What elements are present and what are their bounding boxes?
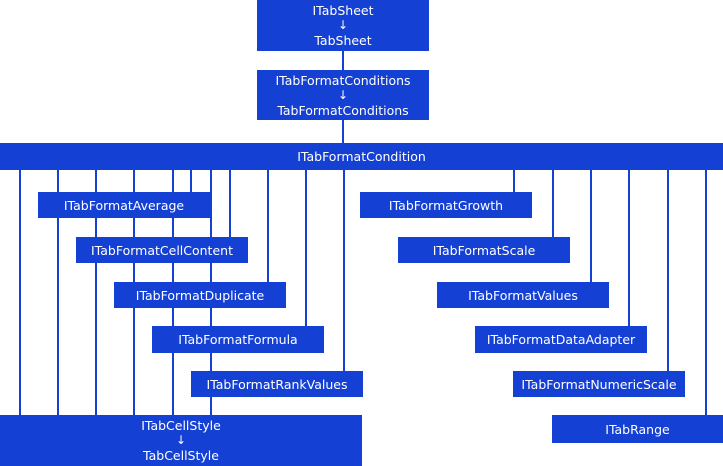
node-tabformatscale[interactable]: ITabFormatScale (398, 237, 570, 263)
node-tabformatcellcontent-label: ITabFormatCellContent (91, 242, 233, 258)
node-tabformatconditions[interactable]: ITabFormatConditions ↓ TabFormatConditio… (257, 70, 429, 120)
node-tabformatcellcontent[interactable]: ITabFormatCellContent (76, 237, 248, 263)
connector-banner-to-tabformatnumericscale-stub (667, 170, 669, 371)
node-tabformatdataadapter-label: ITabFormatDataAdapter (486, 332, 636, 347)
connector-conditions-to-banner (342, 120, 344, 143)
node-tabformatnumericscale-label: ITabFormatNumericScale (521, 376, 677, 392)
node-tabformatvalues-label: ITabFormatValues (468, 287, 578, 303)
connector-tabformatcellcontent-to-tabcellstyle (95, 263, 97, 415)
connector-banner-to-tabformataverage-stub (190, 170, 192, 192)
node-tabformatdataadapter[interactable]: ITabFormatDataAdapter (475, 326, 647, 353)
node-tabformatvalues[interactable]: ITabFormatValues (437, 282, 609, 308)
connector-tabsheet-to-conditions (342, 51, 344, 70)
connector-banner-to-tabrange-stub (705, 170, 707, 415)
down-arrow-icon: ↓ (337, 87, 349, 102)
connector-tabformatformula-to-tabcellstyle (172, 353, 174, 415)
connector-tabformatduplicate-to-tabcellstyle (133, 308, 135, 415)
node-tabformataverage[interactable]: ITabFormatAverage (38, 192, 210, 218)
node-tabsheet-interface: ITabSheet (312, 3, 374, 18)
node-tabformatrankvalues[interactable]: ITabFormatRankValues (191, 371, 363, 397)
node-tabformatformula[interactable]: ITabFormatFormula (152, 326, 324, 353)
node-tabformatcondition-label: ITabFormatCondition (297, 149, 426, 164)
node-tabrange-label: ITabRange (605, 421, 670, 437)
node-tabformatrankvalues-label: ITabFormatRankValues (206, 376, 348, 392)
node-tabcellstyle[interactable]: ITabCellStyle ↓ TabCellStyle (0, 415, 362, 466)
node-tabformataverage-label: ITabFormatAverage (63, 197, 185, 213)
connector-banner-to-tabformatcellcontent-stub (229, 170, 231, 237)
node-tabrange[interactable]: ITabRange (552, 415, 723, 443)
connector-banner-to-tabformatdataadapter-stub (628, 170, 630, 326)
connector-tabformataverage-to-tabcellstyle (57, 218, 59, 415)
node-tabformatgrowth[interactable]: ITabFormatGrowth (360, 192, 532, 218)
node-tabformatformula-label: ITabFormatFormula (178, 332, 298, 347)
connector-banner-to-tabformatvalues-stub (590, 170, 592, 282)
node-tabformatduplicate-label: ITabFormatDuplicate (135, 287, 265, 303)
node-tabformatnumericscale[interactable]: ITabFormatNumericScale (513, 371, 685, 397)
node-tabcellstyle-implementation: TabCellStyle (143, 448, 219, 463)
node-tabsheet-implementation: TabSheet (314, 33, 372, 48)
connector-tabformatrankvalues-to-tabcellstyle (210, 397, 212, 415)
connector-banner-to-tabformatduplicate-stub (267, 170, 269, 282)
connector-banner-to-tabformatrankvalues-stub (343, 170, 345, 371)
node-tabformatcondition-banner[interactable]: ITabFormatCondition (0, 143, 723, 170)
node-tabsheet[interactable]: ITabSheet ↓ TabSheet (257, 0, 429, 51)
connector-banner-to-tabformatscale-stub (552, 170, 554, 237)
node-tabformatconditions-implementation: TabFormatConditions (277, 102, 409, 118)
node-tabformatgrowth-label: ITabFormatGrowth (388, 197, 504, 213)
node-tabformatscale-label: ITabFormatScale (432, 242, 536, 258)
down-arrow-icon: ↓ (337, 18, 349, 32)
node-tabformatconditions-interface: ITabFormatConditions (275, 72, 411, 88)
down-arrow-icon: ↓ (175, 433, 187, 447)
node-tabformatduplicate[interactable]: ITabFormatDuplicate (114, 282, 286, 308)
node-tabcellstyle-interface: ITabCellStyle (141, 418, 221, 433)
connector-banner-to-tabformatformula-stub (305, 170, 307, 326)
connector-banner-to-tabformatgrowth-stub (513, 170, 515, 192)
connector-banner-to-tabcellstyle-left (19, 170, 21, 415)
